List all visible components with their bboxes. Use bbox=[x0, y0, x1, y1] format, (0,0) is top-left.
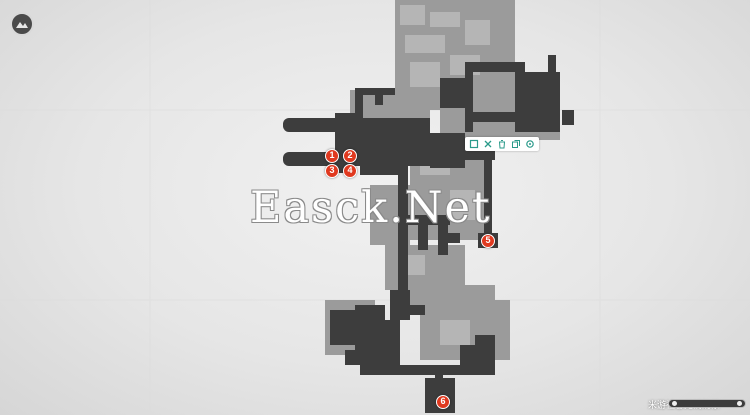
zoom-knob[interactable] bbox=[672, 401, 677, 406]
map-marker-4[interactable]: 4 bbox=[343, 164, 357, 178]
watermark-text: Easck.Net bbox=[250, 183, 492, 233]
map-marker-1[interactable]: 1 bbox=[325, 149, 339, 163]
map-marker-3[interactable]: 3 bbox=[325, 164, 339, 178]
map-marker-5[interactable]: 5 bbox=[481, 234, 495, 248]
mountain-icon bbox=[16, 22, 28, 28]
zoom-slider-icon[interactable] bbox=[668, 399, 746, 408]
marker-toolbar bbox=[465, 137, 539, 151]
delete-icon[interactable] bbox=[497, 139, 507, 149]
settings-icon[interactable] bbox=[525, 139, 535, 149]
export-icon[interactable] bbox=[469, 139, 479, 149]
floor-layout bbox=[283, 55, 574, 413]
map-menu-icon[interactable] bbox=[10, 12, 34, 36]
zoom-end bbox=[737, 401, 742, 406]
map-marker-6[interactable]: 6 bbox=[436, 395, 450, 409]
copy-icon[interactable] bbox=[511, 139, 521, 149]
close-icon[interactable] bbox=[483, 139, 493, 149]
map-marker-2[interactable]: 2 bbox=[343, 149, 357, 163]
